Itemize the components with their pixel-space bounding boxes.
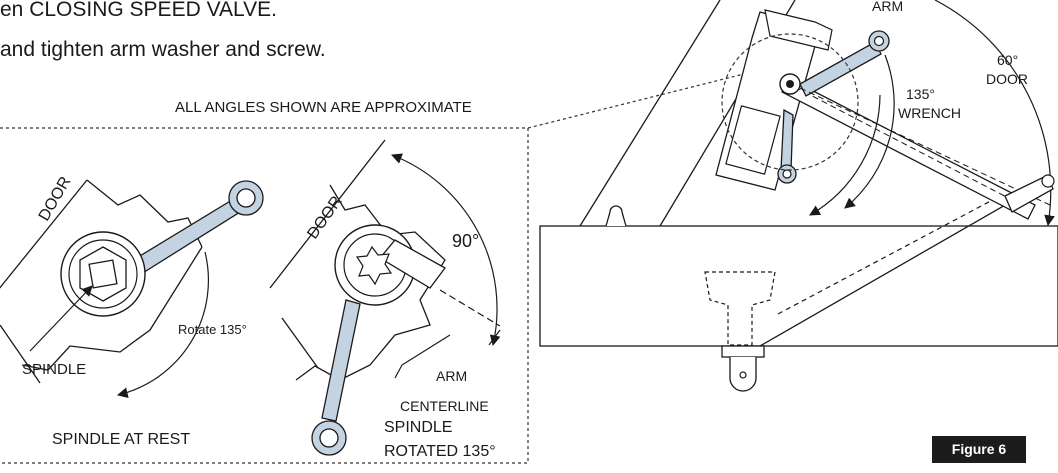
instruction-line-1: en CLOSING SPEED VALVE.	[0, 0, 277, 21]
left-rotate-label: Rotate 135°	[178, 322, 247, 337]
left-door-label: DOOR	[36, 174, 75, 224]
middle-panel: DOOR 90° ARM CENTERLINE SPINDLE ROTATED …	[269, 139, 501, 460]
instruction-line-2: and tighten arm washer and screw.	[0, 38, 326, 61]
callout-box	[0, 127, 529, 464]
right-wrench-angle: 135°	[906, 86, 935, 102]
caption-text: ALL ANGLES SHOWN ARE APPROXIMATE	[175, 99, 472, 116]
left-spindle-label: SPINDLE	[22, 361, 86, 378]
middle-door-label: DOOR	[304, 193, 345, 242]
figure-label: Figure 6	[932, 436, 1026, 463]
middle-centerline-label: CENTERLINE	[400, 398, 489, 414]
middle-arm-label: ARM	[436, 368, 467, 384]
right-arm-label: ARM	[872, 0, 903, 14]
left-panel-title: SPINDLE AT REST	[52, 431, 190, 448]
right-wrench-label: WRENCH	[898, 105, 961, 121]
left-panel: DOOR SPINDLE Rotate 135° SPINDLE AT REST	[0, 174, 264, 448]
right-door-angle: 60°	[997, 52, 1018, 68]
spindle-callout-circle	[721, 33, 859, 171]
middle-title-line1: SPINDLE	[384, 419, 452, 436]
middle-angle-label: 90°	[452, 231, 479, 251]
right-panel: ARM 135° WRENCH 60° DOOR	[539, 0, 1058, 392]
header-frame	[539, 225, 1058, 347]
middle-title-line2: ROTATED 135°	[384, 443, 496, 460]
callout-leader	[527, 71, 753, 129]
right-door-label: DOOR	[986, 71, 1028, 87]
